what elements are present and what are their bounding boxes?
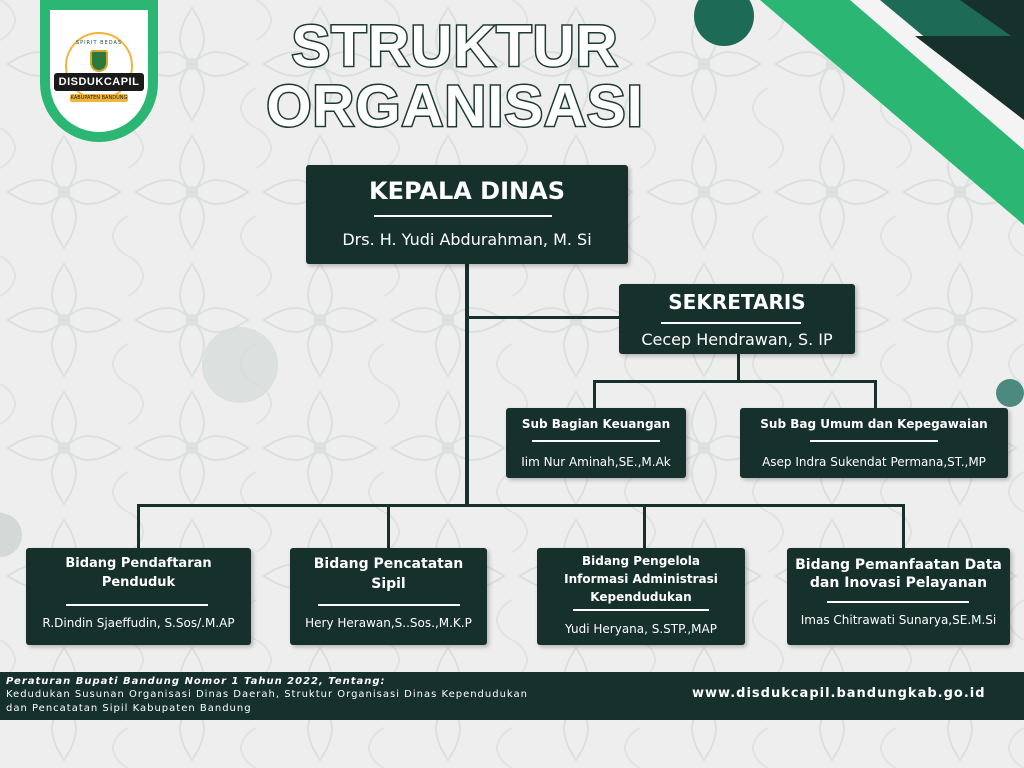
division-box-information: Bidang Pengelola Informasi Administrasi … <box>537 548 745 645</box>
footer-bar <box>0 672 1024 720</box>
head-box: KEPALA DINAS Drs. H. Yudi Abdurahman, M.… <box>306 165 628 264</box>
division-title-line: Informasi Administrasi <box>564 572 718 586</box>
connector-sub-bar <box>593 380 877 383</box>
division-underline <box>66 604 208 606</box>
division-title-line: Sipil <box>371 576 406 592</box>
division-name: Imas Chitrawati Sunarya,SE.M.Si <box>800 613 997 627</box>
logo-top-text: SPIRIT BEDAS <box>75 40 123 46</box>
footer-description: Kedudukan Susunan Organisasi Dinas Daera… <box>6 688 606 716</box>
division-name: Yudi Heryana, S.STP.,MAP <box>565 622 717 636</box>
division-title-line: Penduduk <box>101 575 176 590</box>
secretary-underline <box>661 322 801 324</box>
footer-description-line: dan Pencatatan Sipil Kabupaten Bandung <box>6 703 252 714</box>
connector-division-1 <box>137 504 140 548</box>
division-underline <box>573 609 709 611</box>
division-title: Bidang Pengelola Informasi Administrasi … <box>537 552 745 606</box>
division-box-registration: Bidang Pendaftaran Penduduk R.Dindin Sja… <box>26 548 251 645</box>
page-title-line2: ORGANISASI <box>265 74 644 139</box>
sub-section-box-general: Sub Bag Umum dan Kepegawaian Asep Indra … <box>740 408 1008 478</box>
secretary-box: SEKRETARIS Cecep Hendrawan, S. IP <box>619 284 855 354</box>
logo: SPIRIT BEDAS DISDUKCAPIL KABUPATEN BANDU… <box>40 0 158 142</box>
connector-sub-right <box>874 380 877 410</box>
emblem-icon <box>90 50 108 72</box>
sub-section-title: Sub Bag Umum dan Kepegawaian <box>760 417 988 431</box>
sub-section-title: Sub Bagian Keuangan <box>521 417 671 431</box>
division-title-line: dan Inovasi Pelayanan <box>809 575 988 591</box>
logo-subtitle: KABUPATEN BANDUNG <box>70 94 128 102</box>
division-box-civil-registration: Bidang Pencatatan Sipil Hery Herawan,S..… <box>290 548 487 645</box>
connector-trunk <box>465 264 469 506</box>
division-name: R.Dindin Sjaeffudin, S.Sos/.M.AP <box>42 616 235 630</box>
sub-section-box-finance: Sub Bagian Keuangan Iim Nur Aminah,SE.,M… <box>506 408 686 478</box>
division-title: Bidang Pemanfaatan Data dan Inovasi Pela… <box>787 556 1010 592</box>
division-underline <box>827 601 969 603</box>
connector-secretary <box>465 316 620 319</box>
sub-section-name: Asep Indra Sukendat Permana,ST.,MP <box>762 455 986 469</box>
division-title-line: Kependudukan <box>590 590 692 604</box>
footer-regulation: Peraturan Bupati Bandung Nomor 1 Tahun 2… <box>6 676 386 687</box>
division-title-line: Bidang Pencatatan <box>313 556 464 572</box>
sub-section-underline <box>532 440 660 442</box>
connector-division-bar <box>137 504 905 507</box>
division-title-line: Bidang Pendaftaran <box>65 556 212 571</box>
logo-name: DISDUKCAPIL <box>54 73 144 91</box>
page-title-line1: STRUKTUR <box>290 14 619 79</box>
head-title: KEPALA DINAS <box>369 177 565 205</box>
connector-division-3 <box>643 504 646 548</box>
secretary-name: Cecep Hendrawan, S. IP <box>641 330 833 349</box>
division-title: Bidang Pencatatan Sipil <box>290 554 487 594</box>
connector-secretary-down <box>737 354 740 382</box>
division-title: Bidang Pendaftaran Penduduk <box>26 554 251 592</box>
head-name: Drs. H. Yudi Abdurahman, M. Si <box>342 230 592 249</box>
sub-section-underline <box>810 440 938 442</box>
division-title-line: Bidang Pengelola <box>581 554 701 568</box>
connector-division-2 <box>387 504 390 548</box>
division-name: Hery Herawan,S..Sos.,M.K.P <box>305 616 472 630</box>
connector-division-4 <box>902 504 905 548</box>
head-underline <box>374 215 552 217</box>
division-box-data-utilization: Bidang Pemanfaatan Data dan Inovasi Pela… <box>787 548 1010 645</box>
division-underline <box>318 604 460 606</box>
footer-website: www.disdukcapil.bandungkab.go.id <box>692 686 986 701</box>
secretary-title: SEKRETARIS <box>668 290 806 314</box>
sub-section-name: Iim Nur Aminah,SE.,M.Ak <box>521 455 671 469</box>
connector-sub-left <box>593 380 596 410</box>
division-title-line: Bidang Pemanfaatan Data <box>795 557 1002 573</box>
footer-description-line: Kedudukan Susunan Organisasi Dinas Daera… <box>6 689 529 700</box>
